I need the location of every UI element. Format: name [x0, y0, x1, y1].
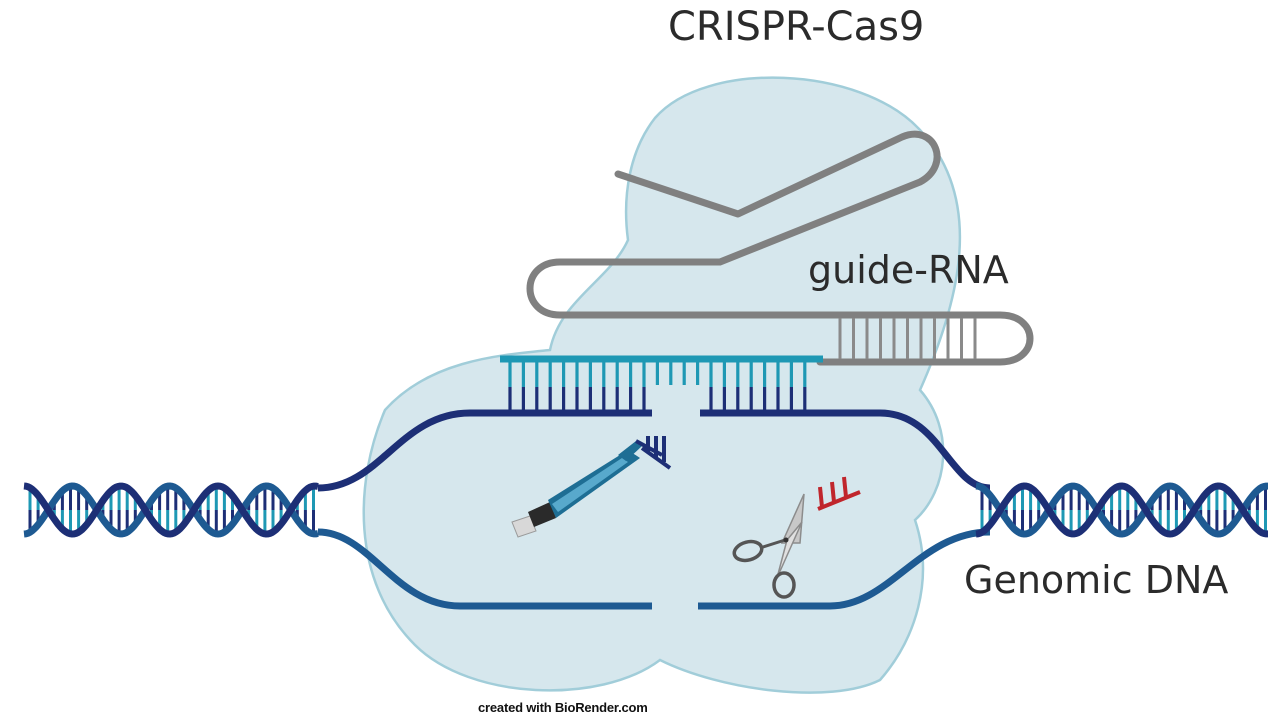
credit-note: created with BioRender.com [478, 700, 648, 715]
guide-rna-label: guide-RNA [808, 248, 1009, 292]
diagram-title: CRISPR-Cas9 [668, 4, 925, 50]
cut-dna-fragment [817, 476, 861, 511]
scissors-icon [732, 493, 805, 599]
spacer-strand [500, 355, 823, 410]
dna-double-helix-right [975, 482, 1268, 538]
cas9-protein [362, 76, 962, 694]
helix-strand [975, 482, 1268, 538]
guide-rna-strand [526, 130, 1034, 366]
tweezers-icon [511, 436, 672, 538]
genomic-dna-label: Genomic DNA [964, 558, 1229, 602]
dna-opened-top-strand [317, 409, 991, 492]
helix-strand [975, 482, 1268, 538]
helix-strand [23, 482, 319, 538]
dna-opened-bottom-strand [317, 528, 991, 610]
helix-strand [23, 482, 319, 538]
dna-double-helix-left [23, 482, 319, 538]
